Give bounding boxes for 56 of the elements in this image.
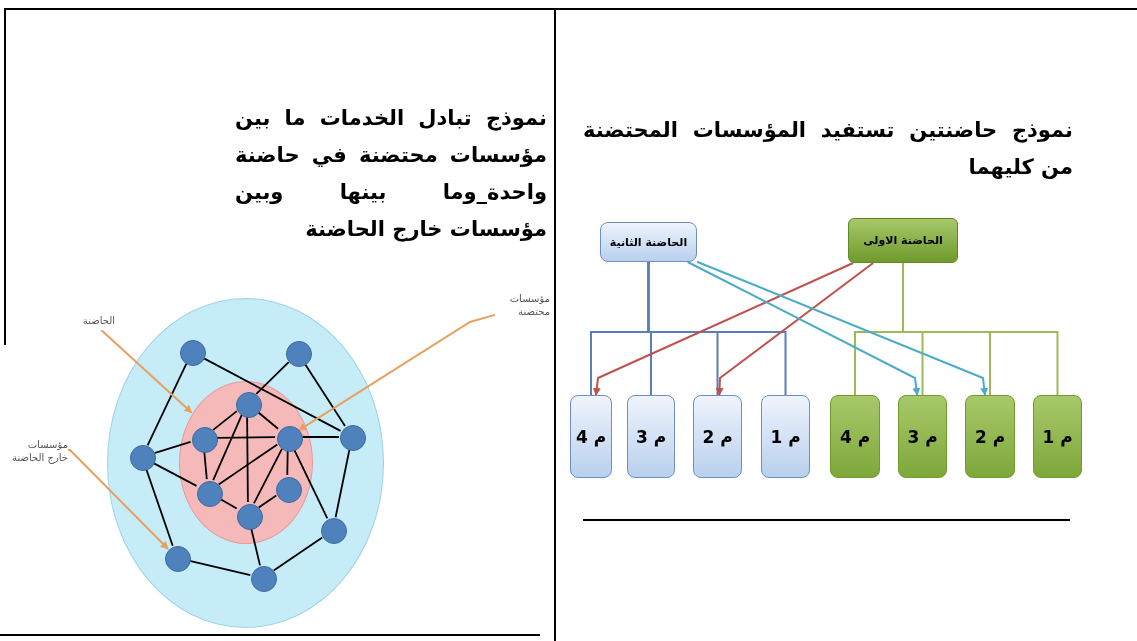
- arrow: [715, 262, 875, 396]
- connector-line: [146, 362, 188, 447]
- enterprise-dot: [180, 340, 206, 366]
- connector-line: [272, 536, 324, 572]
- connector-line: [334, 448, 351, 519]
- enterprise-dot: [192, 427, 218, 453]
- enterprise-box: م 2: [693, 395, 742, 478]
- connector-line: [203, 450, 208, 480]
- connector-line: [152, 462, 198, 487]
- enterprise-dot: [236, 392, 262, 418]
- leader-line: [298, 313, 496, 432]
- heading: نموذج تبادل الخدمات ما بين مؤسسات محتضنة في حاضنة واحدة_وما بينها وبين مؤسسات خارج الحاضنة: [235, 105, 547, 244]
- connector-line: [212, 410, 238, 431]
- connector-line: [145, 468, 174, 547]
- enterprise-box: م 2: [965, 395, 1015, 478]
- enterprise-box: م 3: [627, 395, 675, 478]
- connector-line: [253, 447, 283, 505]
- arrow: [696, 260, 989, 396]
- connector-line: [256, 410, 279, 430]
- enterprise-dot: [130, 445, 156, 471]
- leader-line: [100, 329, 193, 414]
- connector-line: [300, 436, 340, 438]
- connector-line: [202, 357, 342, 432]
- connector-line: [212, 414, 243, 481]
- connector-line: [304, 363, 346, 427]
- connector-line: [255, 361, 290, 395]
- connector-line: [153, 441, 192, 454]
- enterprise-dot: [251, 566, 277, 592]
- enterprise-box: م 4: [830, 395, 880, 478]
- enterprise-dot: [165, 546, 191, 572]
- enterprise-dot: [277, 426, 303, 452]
- connector-line: [217, 443, 279, 486]
- connector-line: [286, 449, 289, 476]
- connector-line: [188, 560, 252, 576]
- enterprise-dot: [276, 477, 302, 503]
- enterprise-dot: [321, 518, 347, 544]
- enterprise-box: م 1: [761, 395, 810, 478]
- connector-line: [246, 415, 249, 503]
- heading: نموذج حاضنتين تستفيد المؤسسات المحتضنة من كليهما: [583, 117, 1073, 181]
- enterprise-dot: [237, 504, 263, 530]
- enterprise-dot: [340, 425, 366, 451]
- incubator-box: الحاضنة الاولى: [848, 218, 958, 263]
- enterprise-dot: [197, 481, 223, 507]
- enterprise-dot: [286, 341, 312, 367]
- connector-line: [902, 262, 1059, 396]
- connector-line: [647, 261, 787, 396]
- incubator-box: الحاضنة الثانية: [600, 222, 697, 262]
- connector-line: [257, 494, 278, 509]
- enterprise-box: م 1: [1033, 395, 1082, 478]
- connector-line: [218, 497, 238, 510]
- leader-line: [67, 448, 169, 550]
- enterprise-box: م 4: [570, 395, 612, 478]
- connector-line: [215, 436, 276, 439]
- arrow: [592, 262, 855, 396]
- arrow: [686, 261, 921, 396]
- enterprise-box: م 3: [898, 395, 947, 478]
